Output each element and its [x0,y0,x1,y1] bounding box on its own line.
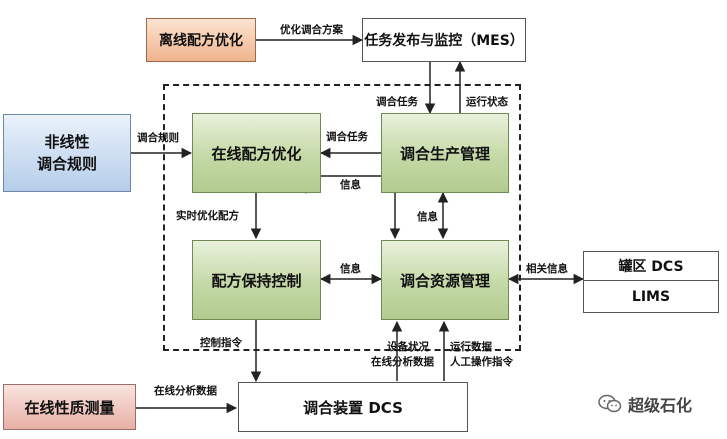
label-task-to-online: 调合任务 [326,131,368,143]
system-boundary [163,84,521,351]
blending-device-dcs-box: 调合装置 DCS [238,382,468,432]
watermark-text: 超级石化 [628,396,693,415]
label-online-analysis-data: 在线分析数据 [371,356,434,368]
label-task-to-production: 调合任务 [376,96,418,108]
label-online-analysis-left: 在线分析数据 [154,385,217,397]
recipe-holding-control-box: 配方保持控制 [192,240,321,320]
nonlinear-line1: 非线性 [44,133,90,151]
label-realtime-recipe: 实时优化配方 [176,210,239,222]
label-info-production-resource: 信息 [417,211,438,223]
label-manual-operation: 人工操作指令 [450,356,513,368]
online-recipe-optimization-box: 在线配方优化 [192,113,321,193]
label-info-loop: 信息 [340,179,361,191]
wechat-icon [598,394,622,413]
online-property-measurement-box: 在线性质测量 [3,384,136,430]
blending-production-management-box: 调合生产管理 [381,113,509,193]
blending-resource-management-box: 调合资源管理 [381,240,509,320]
offline-recipe-optimization-box: 离线配方优化 [146,18,256,62]
label-rules: 调合规则 [137,132,179,144]
label-optimized-plan: 优化调合方案 [280,24,343,36]
label-status-to-mes: 运行状态 [466,96,508,108]
lims-box: LIMS [583,281,719,313]
label-info-holding-resource: 信息 [340,263,361,275]
label-device-status: 设备状况 [387,341,429,353]
mes-box: 任务发布与监控（MES） [362,18,526,62]
label-related-info: 相关信息 [526,263,568,275]
label-control-command: 控制指令 [200,337,242,349]
nonlinear-line2: 调合规则 [36,155,97,173]
nonlinear-blending-rules-box: 非线性 调合规则 [3,114,131,192]
label-run-data: 运行数据 [450,341,492,353]
watermark: 超级石化 [598,392,692,416]
tank-farm-dcs-box: 罐区 DCS [583,251,719,281]
